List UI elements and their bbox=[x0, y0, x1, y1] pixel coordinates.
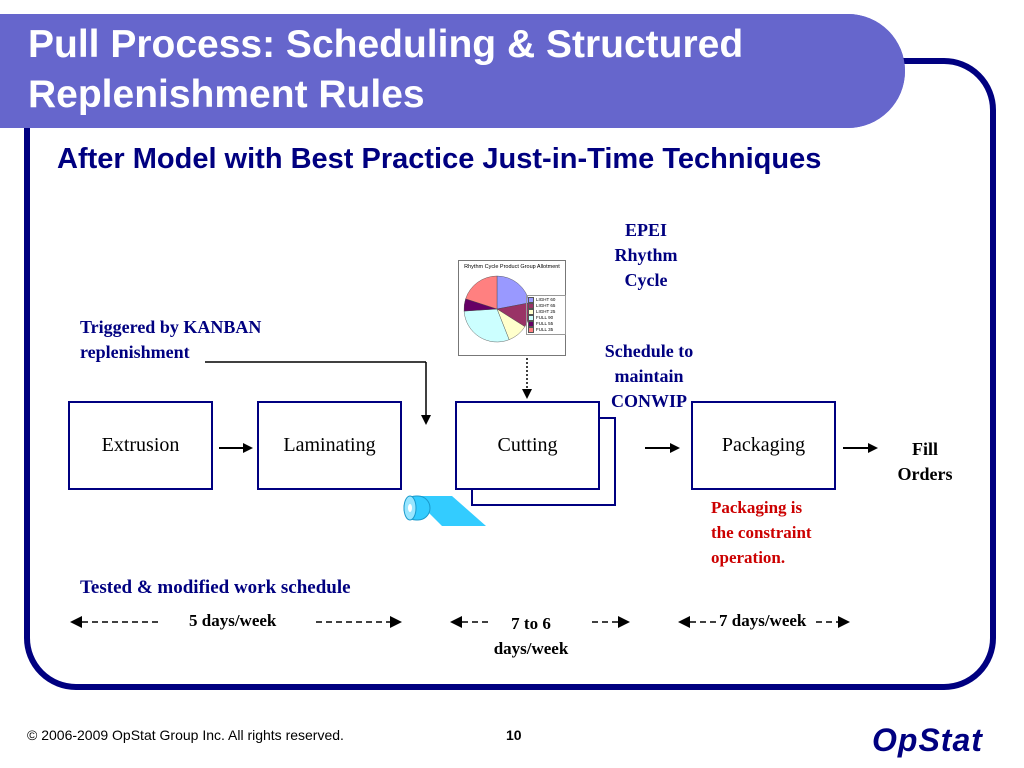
sched-arrow-right-2 bbox=[618, 616, 630, 628]
rhythm-cycle-chart: Rhythm Cycle Product Group Allotment LIG… bbox=[458, 260, 566, 356]
packaging-label: Packaging bbox=[721, 434, 806, 456]
extrusion-label: Extrusion bbox=[101, 434, 180, 456]
schedule-label-2: 7 to 6 days/week bbox=[493, 614, 569, 658]
fill-orders-label: Fill Orders bbox=[897, 439, 953, 484]
slide-subtitle: After Model with Best Practice Just-in-T… bbox=[57, 143, 822, 175]
chart-title: Rhythm Cycle Product Group Allotment bbox=[464, 264, 560, 270]
sched-arrow-right-1 bbox=[390, 616, 402, 628]
legend-label: FULL 90 bbox=[536, 315, 554, 320]
legend-swatch bbox=[528, 315, 534, 321]
legend-label: LIGHT 65 bbox=[536, 303, 556, 308]
legend-item: FULL 35 bbox=[528, 327, 564, 333]
pie-slice bbox=[463, 308, 510, 343]
sched-arrow-right-3 bbox=[838, 616, 850, 628]
schedule-note: Schedule to maintain CONWIP bbox=[604, 341, 694, 411]
opstat-logo: OpStat bbox=[872, 722, 983, 758]
legend-swatch bbox=[528, 297, 534, 303]
legend-label: FULL 55 bbox=[536, 321, 554, 326]
cutting-box: Cutting bbox=[455, 401, 600, 490]
copyright-text: © 2006-2009 OpStat Group Inc. All rights… bbox=[27, 727, 344, 743]
schedule-label-1: 5 days/week bbox=[189, 611, 277, 630]
kanban-note: Triggered by KANBAN replenishment bbox=[80, 317, 262, 362]
legend-swatch bbox=[528, 321, 534, 327]
sched-arrow-left-3 bbox=[678, 616, 690, 628]
constraint-note: Packaging is the constraint operation. bbox=[711, 498, 812, 567]
material-roll-icon bbox=[403, 495, 486, 526]
sched-arrow-left-2 bbox=[450, 616, 462, 628]
pie-slice bbox=[465, 275, 498, 310]
laminating-label: Laminating bbox=[283, 434, 376, 456]
title-bar-cover bbox=[0, 14, 905, 128]
pie-chart bbox=[463, 275, 531, 343]
sched-arrow-left-1 bbox=[70, 616, 82, 628]
legend-item: FULL 55 bbox=[528, 321, 564, 327]
legend-item: LIGHT 65 bbox=[528, 303, 564, 309]
slide-title-line-1: Pull Process: Scheduling & Structured bbox=[28, 23, 744, 66]
legend-item: FULL 90 bbox=[528, 315, 564, 321]
legend-label: LIGHT 60 bbox=[536, 297, 556, 302]
slide-title-line-2: Replenishment Rules bbox=[28, 73, 425, 116]
tested-schedule-note: Tested & modified work schedule bbox=[80, 577, 351, 598]
laminating-box: Laminating bbox=[257, 401, 402, 490]
legend-label: LIGHT 25 bbox=[536, 309, 556, 314]
cutting-label: Cutting bbox=[497, 434, 558, 456]
epei-note: EPEI Rhythm Cycle bbox=[614, 220, 678, 290]
legend-label: FULL 35 bbox=[536, 327, 554, 332]
legend-swatch bbox=[528, 327, 534, 333]
packaging-box: Packaging bbox=[691, 401, 836, 490]
legend-swatch bbox=[528, 303, 534, 309]
page-number: 10 bbox=[506, 727, 522, 743]
legend-swatch bbox=[528, 309, 534, 315]
slide-title: Pull Process: Scheduling & Structured Re… bbox=[28, 20, 908, 120]
legend-item: LIGHT 25 bbox=[528, 309, 564, 315]
legend-item: LIGHT 60 bbox=[528, 297, 564, 303]
extrusion-box: Extrusion bbox=[68, 401, 213, 490]
schedule-label-3: 7 days/week bbox=[719, 611, 807, 630]
